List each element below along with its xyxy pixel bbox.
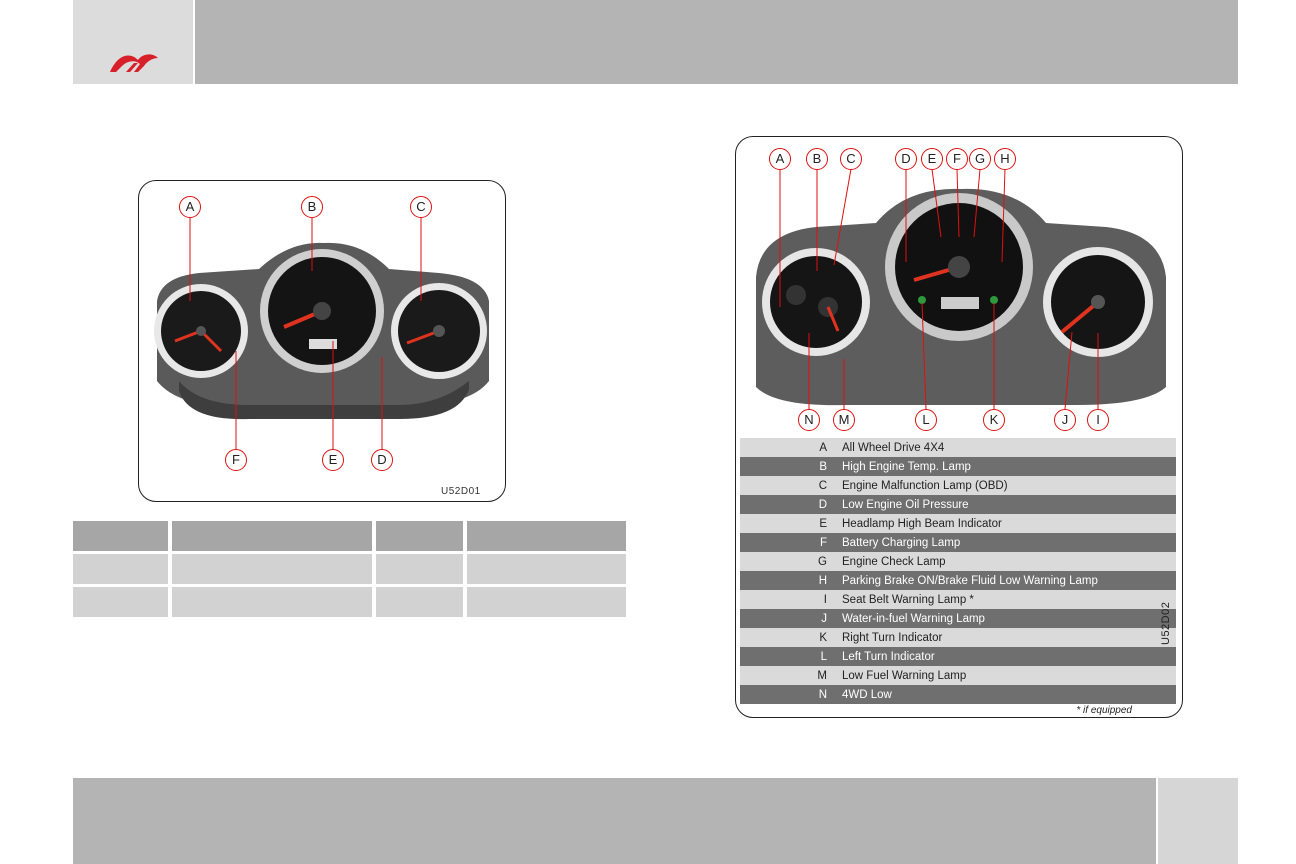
cluster-illustration-1 [154,217,489,449]
callout-d: D [371,449,393,471]
callout-b: B [301,196,323,218]
brand-logo-icon [110,54,158,72]
callout-f: F [946,148,968,170]
callout-n: N [798,409,820,431]
callout-a: A [179,196,201,218]
callout-c: C [840,148,862,170]
callout-i: I [1087,409,1109,431]
blank-table [73,521,630,620]
callout-j: J [1054,409,1076,431]
header-logo-box [73,0,193,84]
header-bar [195,0,1238,84]
footer-bar [73,778,1156,864]
callout-a: A [769,148,791,170]
figure-code: U52D01 [441,486,481,497]
callout-e: E [322,449,344,471]
footer-page-box [1158,778,1238,864]
callout-k: K [983,409,1005,431]
cluster-illustration-2 [756,168,1166,410]
footnote: * if equipped [1076,705,1132,716]
table-row [73,585,630,620]
callout-l: L [915,409,937,431]
callout-h: H [994,148,1016,170]
callout-f: F [225,449,247,471]
callout-d: D [895,148,917,170]
cluster-figure-1: A B C F E D U52D01 [138,180,506,502]
figure-code-vertical: U52D02 [1160,601,1172,645]
table-row [73,552,630,587]
callout-m: M [833,409,855,431]
table-row [73,521,630,554]
callout-g: G [969,148,991,170]
callout-c: C [410,196,432,218]
callout-e: E [921,148,943,170]
callout-b: B [806,148,828,170]
